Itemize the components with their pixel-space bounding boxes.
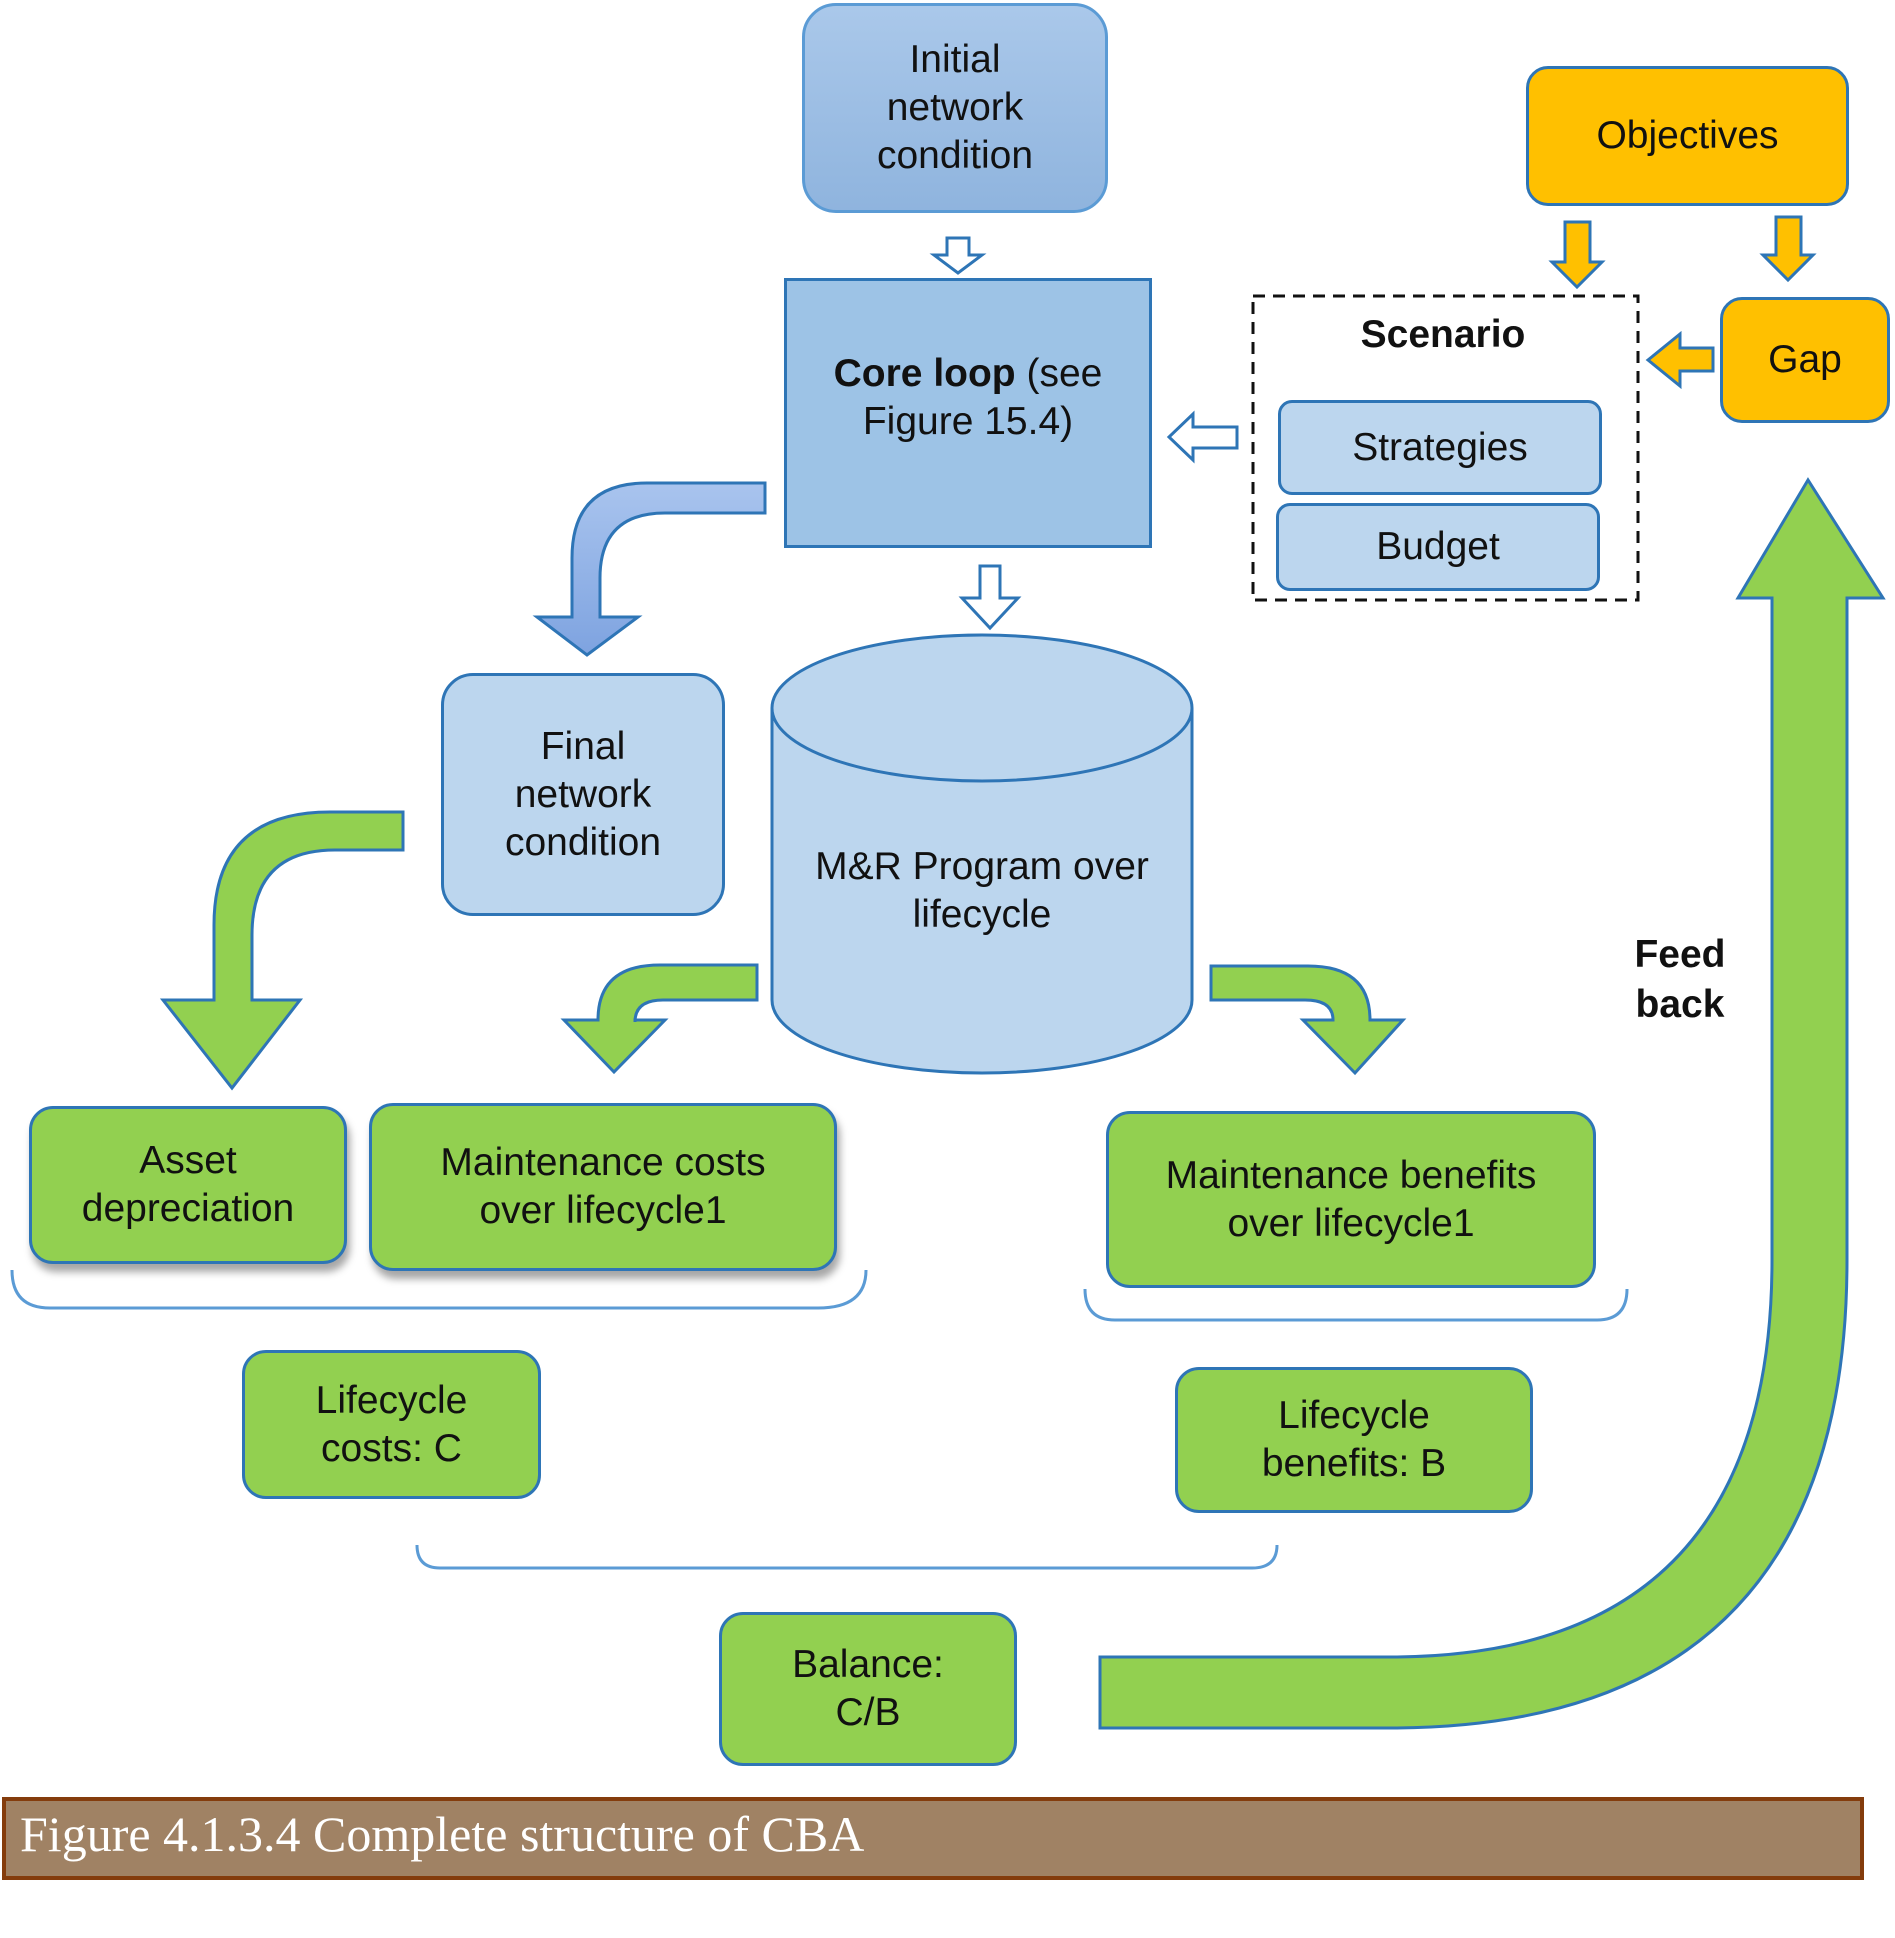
- mr-program-label: M&R Program over lifecycle: [815, 845, 1149, 936]
- budget-box: Budget: [1276, 503, 1600, 591]
- mr-program-cylinder: [770, 633, 1194, 1075]
- bracket-costs: [10, 1269, 868, 1310]
- asset-depreciation-box: Asset depreciation: [29, 1106, 347, 1264]
- caption-bar: Figure 4.1.3.4 Complete structure of CBA: [2, 1797, 1864, 1880]
- curved-arrow-program-to-costs: [560, 963, 759, 1075]
- curved-arrow-core-to-final: [532, 481, 767, 657]
- arrow-objectives-to-gap: [1759, 215, 1817, 283]
- feedback-arrow: [1098, 477, 1886, 1730]
- arrow-objectives-to-scenario: [1548, 220, 1606, 290]
- core-loop: Core loop (see Figure 15.4): [784, 278, 1152, 548]
- feedback-label: Feed back: [1634, 933, 1726, 1026]
- arrow-initial-to-core: [929, 236, 987, 275]
- scenario-box: [1251, 294, 1640, 602]
- lifecycle-costs-box: Lifecycle costs: C: [242, 1350, 541, 1499]
- gap-box: Gap: [1720, 297, 1890, 423]
- core-loop-title: Core loop: [833, 352, 1016, 395]
- core-loop-reference: (see Figure 15.4): [862, 352, 1103, 443]
- arrow-scenario-to-core: [1166, 410, 1239, 464]
- figure-caption: Figure 4.1.3.4 Complete structure of CBA: [20, 1806, 865, 1862]
- initial-network-condition: Initial network condition: [802, 3, 1108, 213]
- scenario-title: Scenario: [1360, 313, 1526, 356]
- bracket-balance: [415, 1544, 1279, 1570]
- balance-box: Balance: C/B: [719, 1612, 1017, 1766]
- maintenance-costs-box: Maintenance costs over lifecycle1: [369, 1103, 837, 1271]
- curved-arrow-final-to-depreciation: [159, 810, 405, 1091]
- arrow-gap-to-scenario: [1645, 330, 1715, 390]
- lifecycle-benefits-box: Lifecycle benefits: B: [1175, 1367, 1533, 1513]
- arrow-core-to-program: [958, 564, 1022, 631]
- objectives-box: Objectives: [1526, 66, 1849, 206]
- strategies-box: Strategies: [1278, 400, 1602, 495]
- final-network-condition: Final network condition: [441, 673, 725, 916]
- curved-arrow-program-to-benefits: [1209, 964, 1407, 1076]
- bracket-benefits: [1083, 1288, 1629, 1322]
- maintenance-benefits-box: Maintenance benefits over lifecycle1: [1106, 1111, 1596, 1288]
